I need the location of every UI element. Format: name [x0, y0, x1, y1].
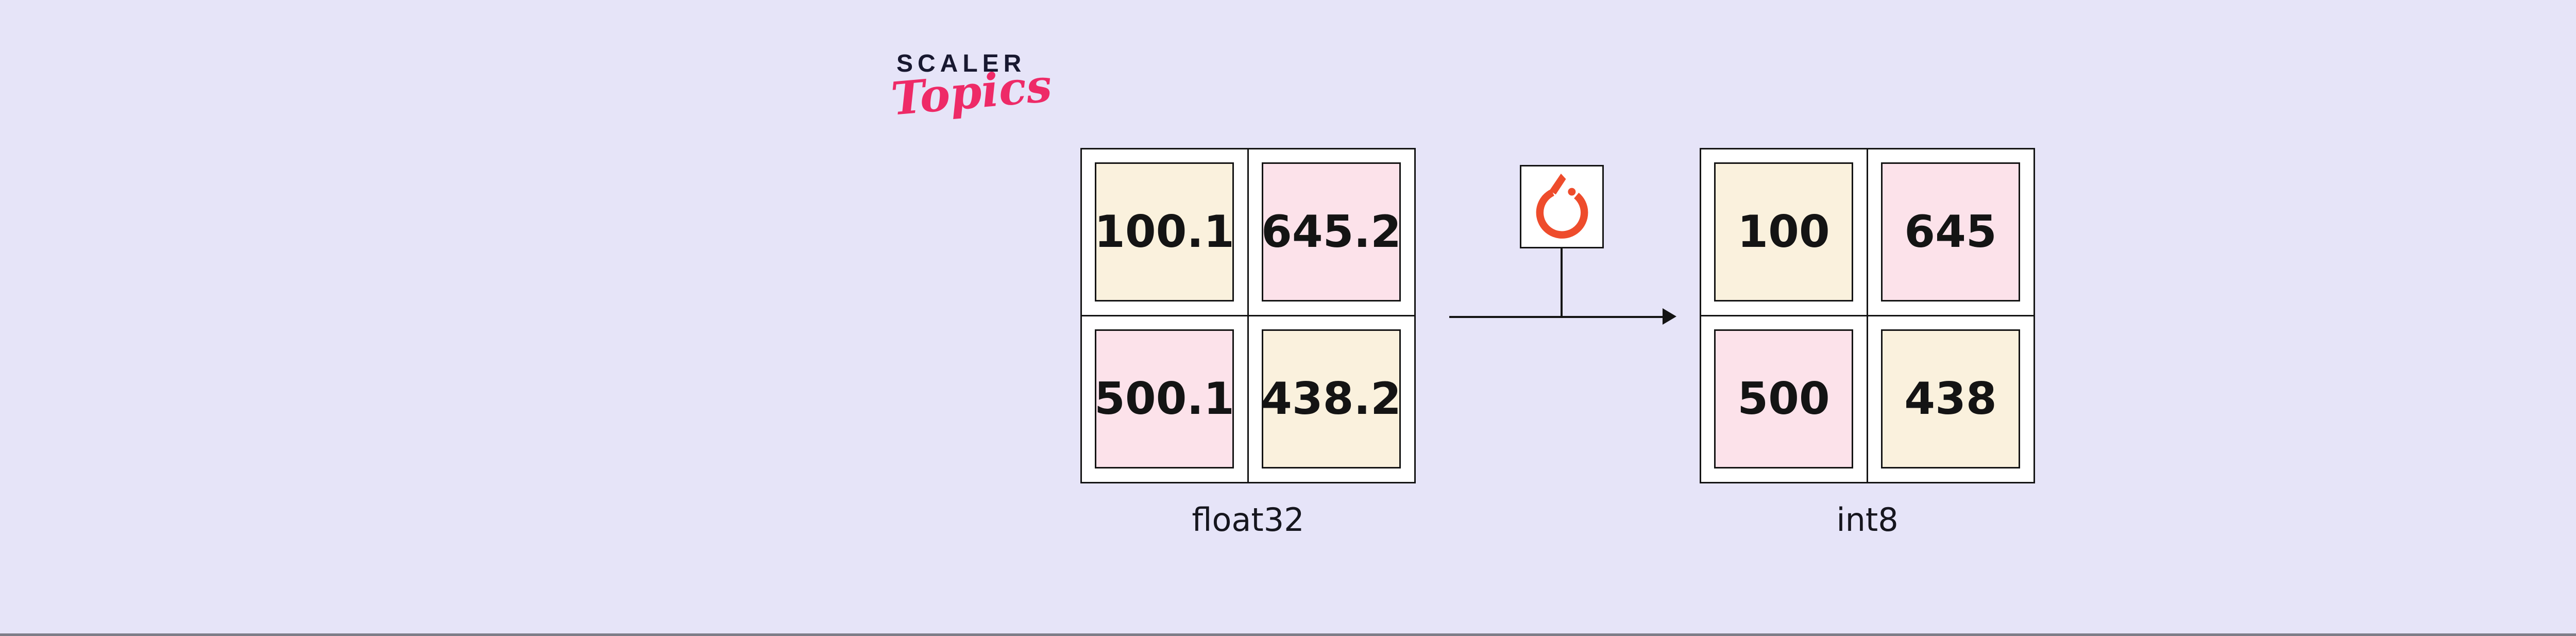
float32-cell-1: 645.2: [1261, 162, 1402, 302]
pytorch-icon: [1536, 173, 1588, 239]
float32-cell-2: 500.1: [1094, 329, 1235, 468]
pytorch-logo-box: [1520, 165, 1604, 248]
scaler-topics-logo: SCALER Topics: [889, 49, 1054, 126]
arrow-head: [1663, 308, 1676, 325]
arrow-shaft: [1449, 316, 1668, 318]
cell-value: 500: [1737, 373, 1830, 425]
connector-line: [1561, 247, 1563, 318]
float32-matrix: 100.1 645.2 500.1 438.2: [1080, 148, 1416, 483]
matrix-divider-horizontal: [1082, 315, 1414, 316]
int8-cell-3: 438: [1881, 329, 2020, 468]
cell-value: 438.2: [1261, 373, 1402, 425]
cell-value: 100.1: [1094, 206, 1235, 258]
bottom-border-line: [0, 633, 2576, 636]
cell-value: 645.2: [1261, 206, 1402, 258]
int8-cell-2: 500: [1714, 329, 1853, 468]
int8-cell-1: 645: [1881, 162, 2020, 302]
float32-cell-0: 100.1: [1094, 162, 1235, 302]
cell-value: 438: [1904, 373, 1997, 425]
float32-label: float32: [1192, 501, 1304, 539]
logo-brand-text: SCALER: [896, 50, 1026, 77]
cell-value: 645: [1904, 206, 1997, 258]
int8-label: int8: [1836, 501, 1899, 539]
int8-cell-0: 100: [1714, 162, 1853, 302]
cell-value: 100: [1737, 206, 1830, 258]
float32-cell-3: 438.2: [1261, 329, 1402, 468]
cell-value: 500.1: [1094, 373, 1235, 425]
int8-matrix: 100 645 500 438: [1700, 148, 2035, 483]
matrix-divider-horizontal: [1701, 315, 2033, 316]
